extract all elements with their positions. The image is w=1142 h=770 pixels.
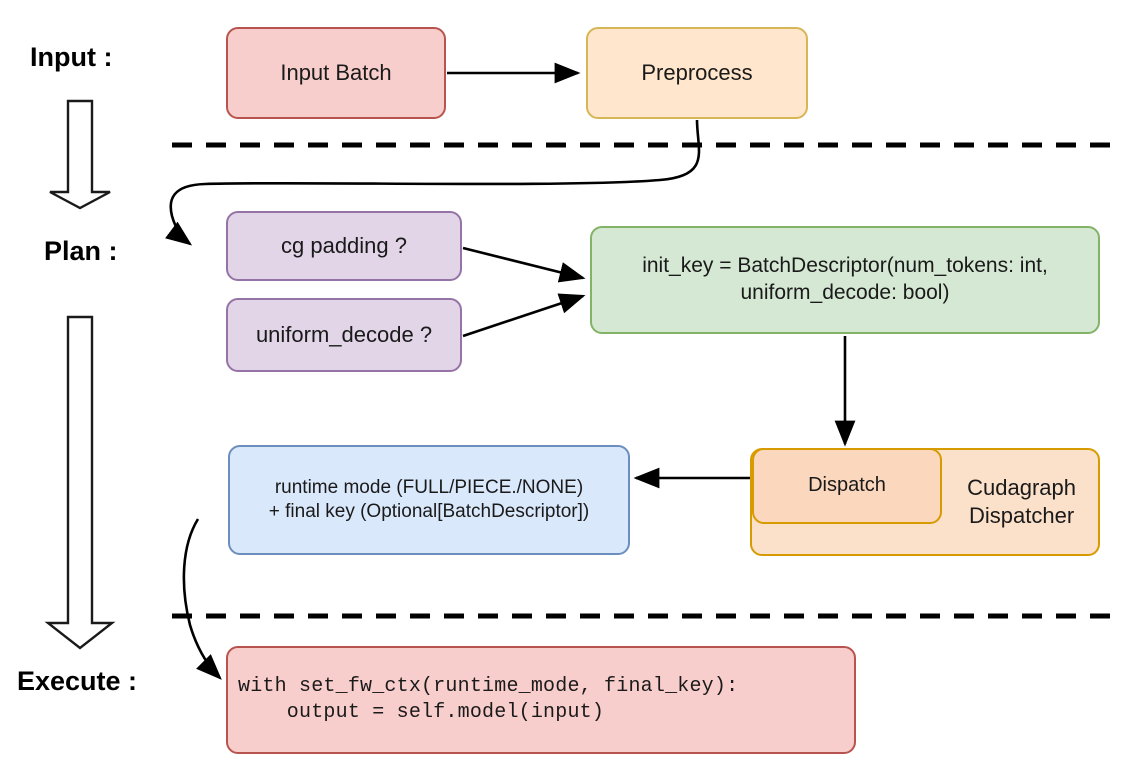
stage-label-plan: Plan : (44, 236, 118, 266)
node-uniform-decode[interactable]: uniform_decode ? (226, 298, 462, 372)
stage-label-input: Input : (30, 42, 113, 72)
node-runtime-mode[interactable]: runtime mode (FULL/PIECE./NONE) + final … (228, 445, 630, 555)
node-dispatch[interactable]: Dispatch (752, 448, 942, 524)
edge-cg-padding-to-init-key (462, 246, 586, 283)
node-preprocess[interactable]: Preprocess (586, 27, 808, 119)
node-exec-code[interactable]: with set_fw_ctx(runtime_mode, final_key)… (226, 646, 856, 754)
edge-runtime-mode-to-exec-code (182, 518, 222, 680)
flow-arrow-input-to-plan (49, 99, 111, 210)
edge-uniform-decode-to-init-key (462, 293, 586, 338)
node-input-batch[interactable]: Input Batch (226, 27, 446, 119)
flow-arrow-plan-to-execute (44, 315, 116, 650)
node-cg-padding[interactable]: cg padding ? (226, 211, 462, 281)
node-init-key[interactable]: init_key = BatchDescriptor(num_tokens: i… (590, 226, 1100, 334)
stage-label-execute: Execute : (17, 666, 138, 696)
